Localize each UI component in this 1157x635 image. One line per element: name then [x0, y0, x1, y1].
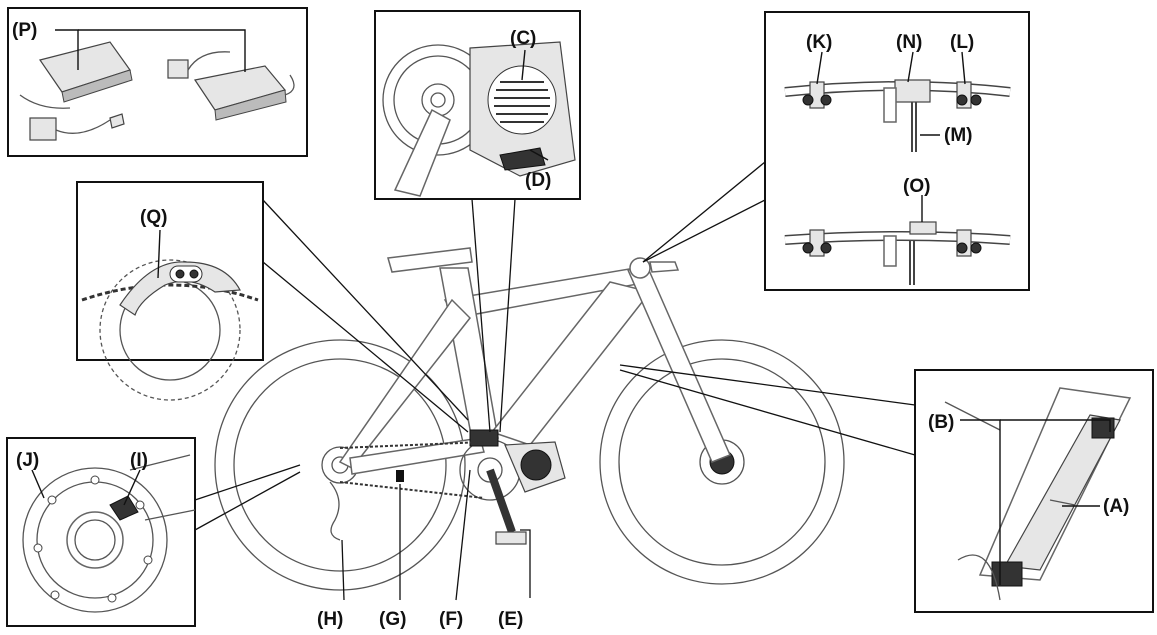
inset-drive-unit: (C) (D) [375, 11, 580, 199]
label-i: (I) [130, 450, 148, 471]
label-h: (H) [317, 609, 343, 630]
drive-unit [460, 430, 565, 500]
label-q: (Q) [140, 207, 167, 228]
label-a: (A) [1103, 496, 1129, 517]
front-wheel [600, 340, 844, 584]
inset-chain-guide: (Q) [77, 182, 263, 400]
inset-handlebar: (K) (N) (L) (M) (O) [765, 12, 1029, 290]
bike-frame [340, 248, 730, 474]
rear-wheel [215, 340, 465, 590]
label-e: (E) [498, 609, 523, 630]
label-j: (J) [16, 450, 39, 471]
rear-derailleur [330, 482, 340, 540]
inset-battery: (B) (A) [915, 370, 1153, 612]
label-m: (M) [944, 125, 972, 146]
label-g: (G) [379, 609, 406, 630]
inset-charger: (P) [8, 8, 307, 156]
inset-brake-rotor: (J) (I) [7, 438, 195, 626]
label-d: (D) [525, 170, 551, 191]
label-c: (C) [510, 28, 536, 49]
label-p: (P) [12, 20, 37, 41]
label-b: (B) [928, 412, 954, 433]
label-o: (O) [903, 176, 930, 197]
label-f: (F) [439, 609, 463, 630]
bottom-labels: (H) (G) (F) (E) [317, 609, 523, 630]
label-n: (N) [896, 32, 922, 53]
speed-sensor-magnet [396, 470, 404, 482]
label-k: (K) [806, 32, 832, 53]
label-l: (L) [950, 32, 974, 53]
